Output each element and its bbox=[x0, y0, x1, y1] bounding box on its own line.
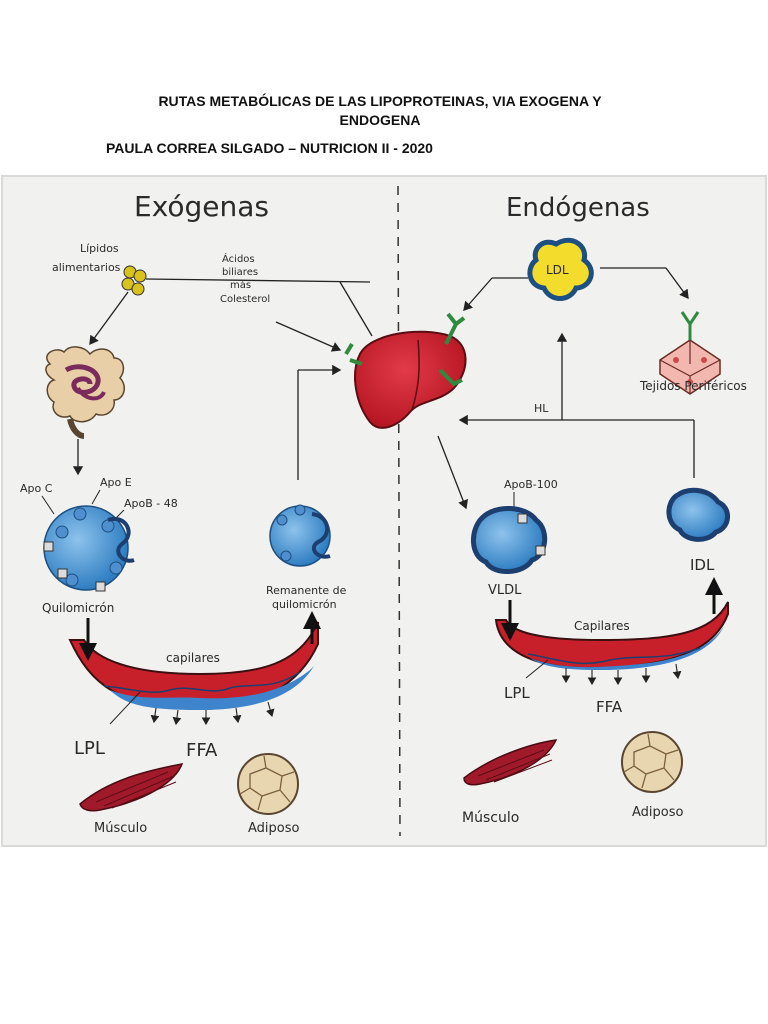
apoe-label: Apo E bbox=[100, 476, 132, 489]
adipose-left-label: Adiposo bbox=[248, 821, 300, 836]
endogenous-heading: Endógenas bbox=[506, 193, 650, 223]
lpl-right-label: LPL bbox=[504, 684, 530, 702]
hl-label: HL bbox=[534, 402, 549, 415]
chylomicron-label: Quilomicrón bbox=[42, 601, 114, 615]
ffa-left-label: FFA bbox=[186, 740, 218, 761]
ffa-right-label: FFA bbox=[596, 698, 623, 716]
bile-label-1: Ácidos bbox=[222, 252, 255, 265]
idl-label: IDL bbox=[690, 556, 715, 574]
capillaries-right-label: Capilares bbox=[574, 619, 630, 633]
lpl-left-label: LPL bbox=[74, 738, 105, 759]
lipids-label-2: alimentarios bbox=[52, 261, 121, 274]
peripheral-tissue-label: Tejidos Periféricos bbox=[639, 379, 747, 393]
bile-label-3: más bbox=[230, 279, 251, 291]
adipose-right-label: Adiposo bbox=[632, 805, 684, 820]
document-author: PAULA CORREA SILGADO – NUTRICION II - 20… bbox=[106, 140, 433, 156]
adipose-left-icon bbox=[238, 754, 298, 814]
chylomicron-remnant-icon bbox=[270, 505, 330, 566]
apob100-label: ApoB-100 bbox=[504, 478, 558, 491]
document-title: RUTAS METABÓLICAS DE LAS LIPOPROTEINAS, … bbox=[120, 92, 640, 130]
apob48-label: ApoB - 48 bbox=[124, 497, 178, 510]
bile-label-2: biliares bbox=[222, 267, 258, 278]
exogenous-heading: Exógenas bbox=[134, 190, 269, 223]
apoc-label: Apo C bbox=[20, 482, 53, 495]
bile-label-4: Colesterol bbox=[220, 294, 270, 305]
remnant-label-1: Remanente de bbox=[266, 584, 347, 597]
remnant-label-2: quilomicrón bbox=[272, 598, 337, 611]
muscle-right-label: Músculo bbox=[462, 810, 519, 826]
muscle-left-label: Músculo bbox=[94, 821, 147, 836]
vldl-label: VLDL bbox=[488, 583, 522, 598]
adipose-right-icon bbox=[622, 732, 682, 792]
lipids-label-1: Lípidos bbox=[80, 242, 119, 255]
diagram-photo: Exógenas Lípidos alimentarios Ácidos bil… bbox=[0, 174, 768, 848]
ldl-label: LDL bbox=[546, 263, 569, 277]
capillaries-left-label: capilares bbox=[166, 651, 220, 665]
